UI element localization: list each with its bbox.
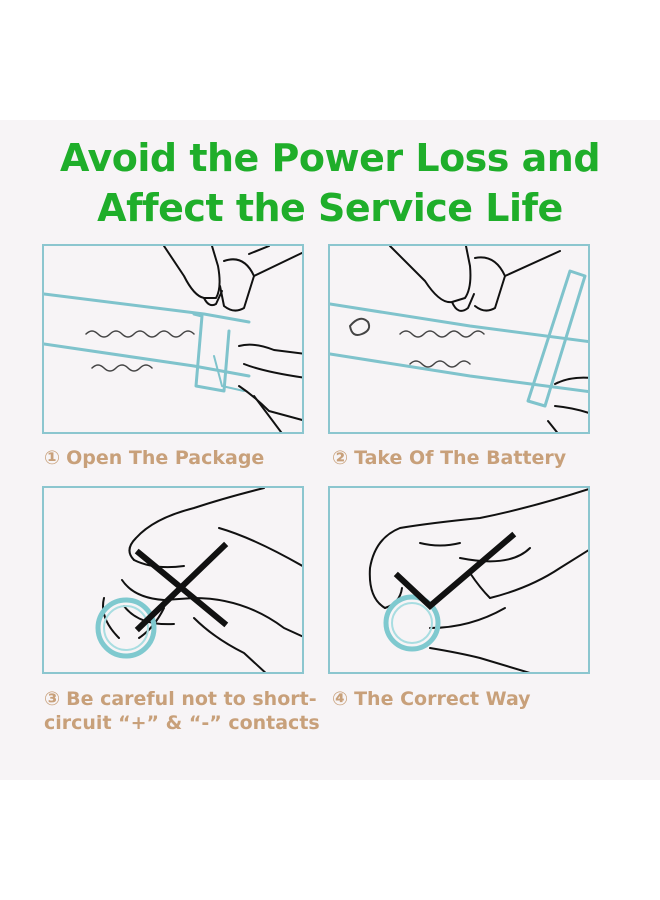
wrong-grip-cross-icon [95,488,302,672]
step-3-illustration [42,486,304,674]
step-1-text: Open The Package [66,447,265,469]
step-4-number: ④ [332,688,349,710]
step-4-illustration [328,486,590,674]
step-2-text: Take Of The Battery [354,447,567,469]
step-2-illustration [328,244,590,434]
title-line-1: Avoid the Power Loss and [59,136,601,180]
step-4-text: The Correct Way [354,688,531,710]
step-2-number: ② [332,447,349,469]
step-1-number: ① [44,447,61,469]
step-3-text-line-2: circuit “+” & “-” contacts [44,712,320,734]
hand-open-package-icon [44,246,302,432]
correct-grip-check-icon [368,488,588,672]
step-3-text-line-1: Be careful not to short- [66,688,317,710]
title-line-2: Affect the Service Life [97,186,563,230]
step-1-illustration [42,244,304,434]
hand-take-battery-icon [330,246,588,432]
step-3-number: ③ [44,688,61,710]
